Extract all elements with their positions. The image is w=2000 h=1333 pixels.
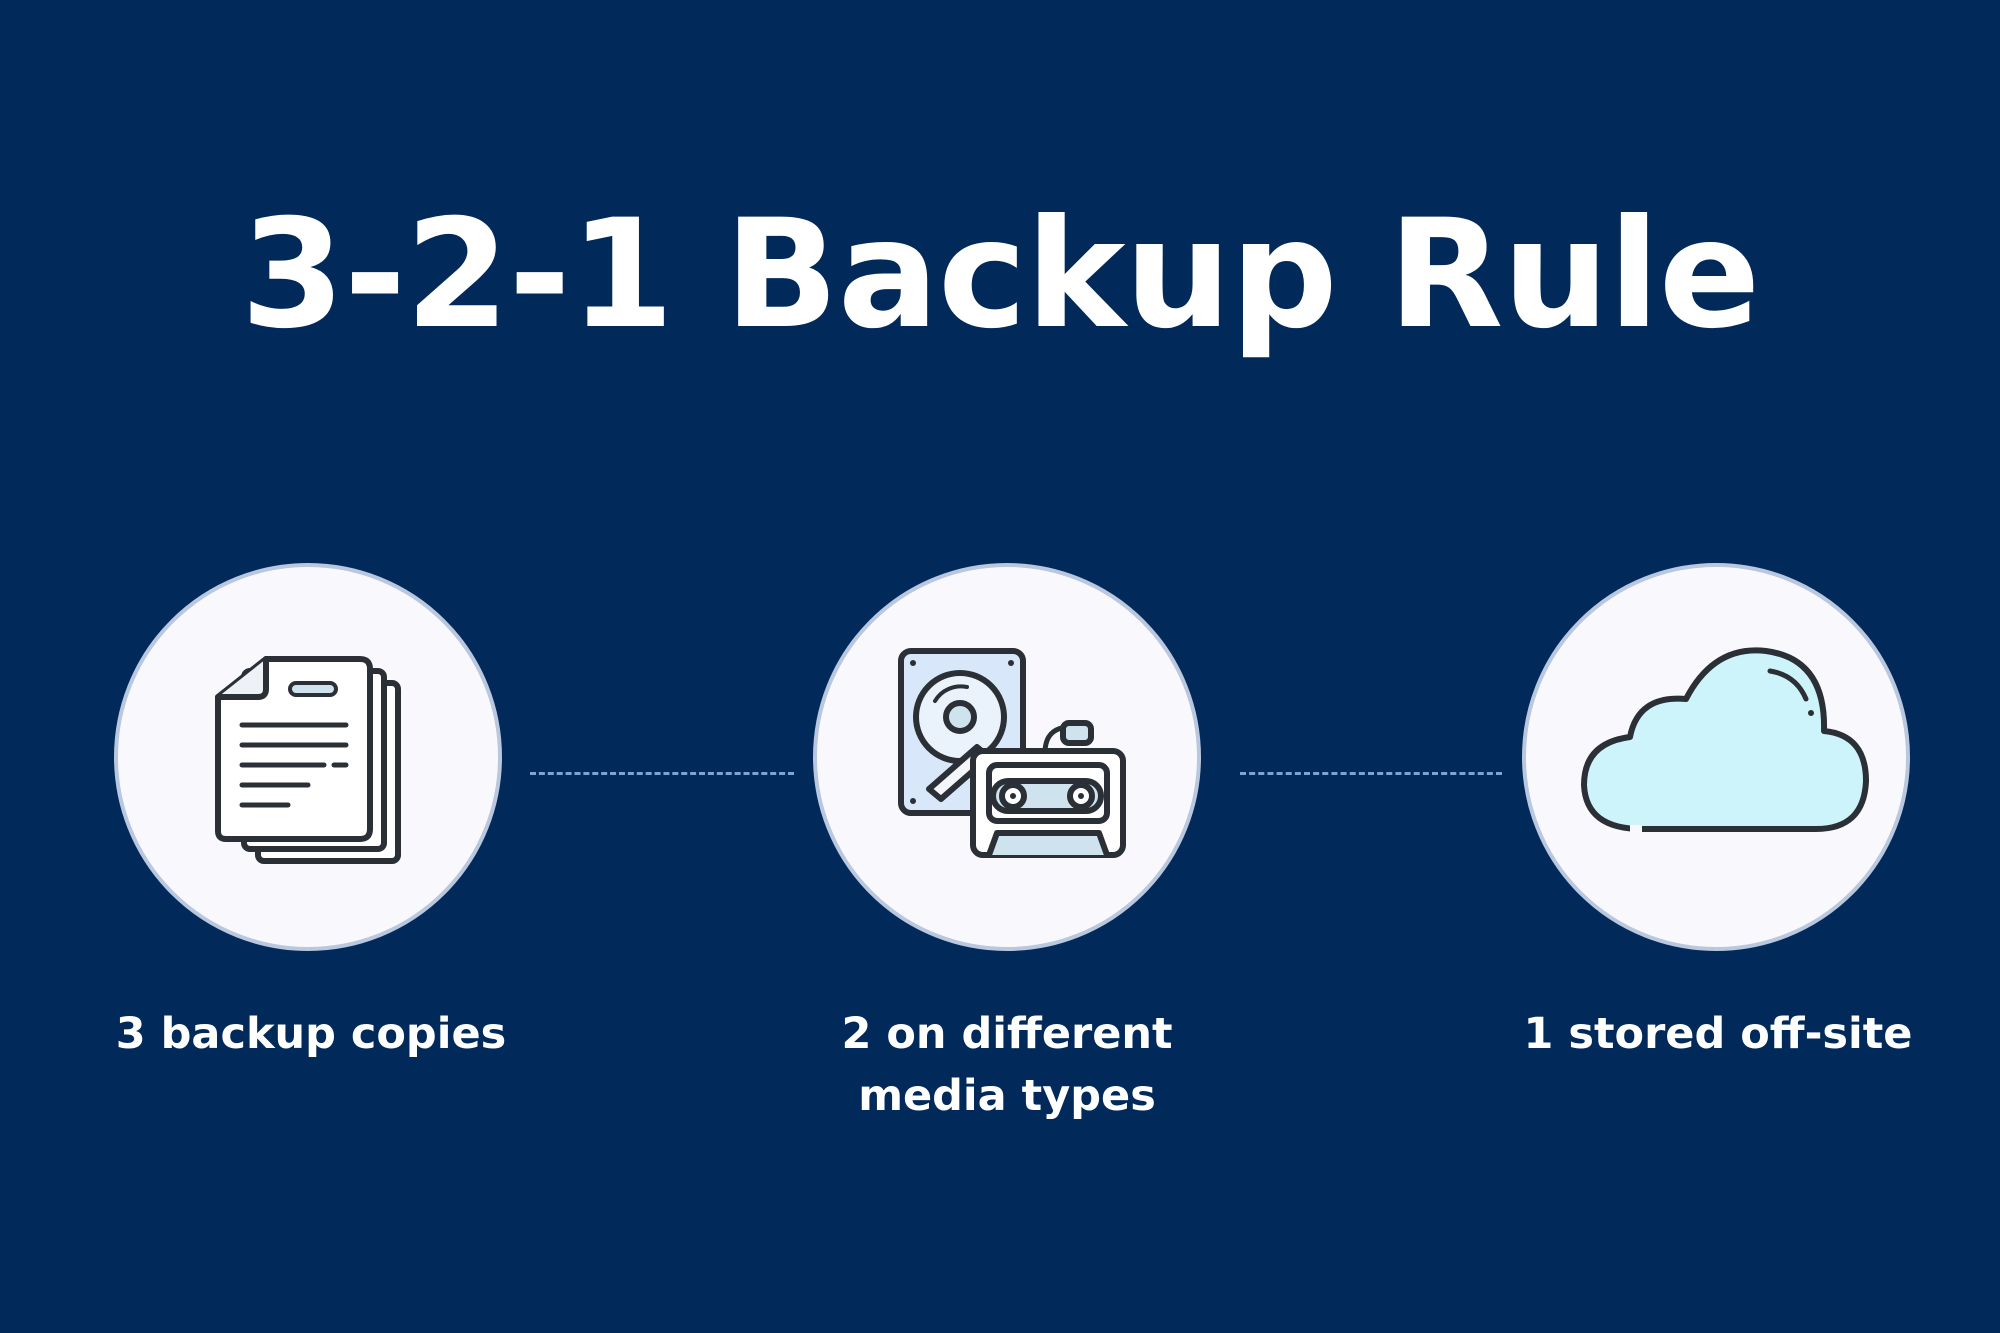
- documents-icon: [215, 656, 401, 864]
- step-3-label: 1 stored off-site: [1523, 1009, 1913, 1059]
- step-3-circle: [1522, 563, 1910, 951]
- step-2-label: 2 on different media types: [841, 1009, 1173, 1121]
- connector-line: [1240, 772, 1502, 775]
- step-2-circle: [813, 563, 1201, 951]
- step-1-label: 3 backup copies: [115, 1009, 507, 1059]
- cloud-icon: [1581, 647, 1869, 833]
- step-1-circle: [114, 563, 502, 951]
- hard-drive-cassette-icon: [898, 648, 1126, 858]
- page-title: 3-2-1 Backup Rule: [240, 188, 1761, 362]
- connector-line: [530, 772, 794, 775]
